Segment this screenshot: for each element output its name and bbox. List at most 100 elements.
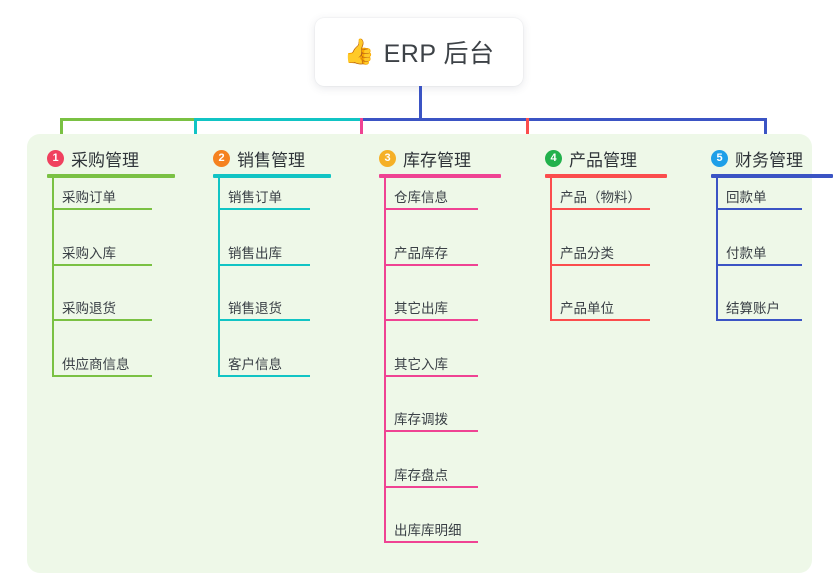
leaf-node-label: 销售订单 [228, 190, 282, 205]
leaf-node-label: 结算账户 [726, 301, 780, 316]
leaf-node[interactable]: 库存调拨 [384, 406, 478, 432]
thumbs-up-icon: 👍 [343, 37, 375, 66]
branch-column-3: 3 库存管理仓库信息产品库存其它出库其它入库库存调拨库存盘点出库库明细 [365, 134, 517, 573]
leaf-node-rule [384, 208, 478, 210]
trunk-connector [419, 86, 422, 120]
drop-connector-2 [194, 118, 197, 146]
column-rule-1 [47, 174, 175, 178]
leaf-node-rule [218, 263, 310, 266]
column-title-1: 采购管理 [71, 151, 139, 170]
leaf-node[interactable]: 结算账户 [716, 295, 802, 321]
drop-connector-3 [360, 118, 363, 146]
root-node-title: ERP 后台 [383, 40, 495, 68]
leaf-node-rule [384, 263, 478, 266]
leaf-node-label: 产品单位 [560, 301, 614, 316]
leaf-node[interactable]: 供应商信息 [52, 351, 152, 377]
column-title-4: 产品管理 [569, 151, 637, 170]
leaf-node-rule [716, 263, 802, 266]
leaf-node-rule [550, 208, 650, 210]
column-spine-1 [52, 177, 54, 377]
leaf-node-rule [52, 374, 152, 377]
leaf-node[interactable]: 采购入库 [52, 240, 152, 266]
leaf-node-label: 付款单 [726, 245, 767, 261]
leaf-node-label: 采购订单 [62, 190, 116, 205]
leaf-node-label: 销售出库 [228, 245, 282, 261]
leaf-node-rule [218, 208, 310, 210]
leaf-node[interactable]: 产品单位 [550, 295, 650, 321]
leaf-node-label: 其它出库 [394, 301, 448, 316]
leaf-node-rule [218, 319, 310, 321]
bus-segment-3 [360, 118, 765, 121]
leaf-node-label: 供应商信息 [62, 356, 130, 372]
column-spine-5 [716, 177, 718, 321]
leaf-node-label: 客户信息 [228, 356, 282, 372]
leaf-node-rule [384, 374, 478, 377]
leaf-node-label: 采购退货 [62, 301, 116, 316]
leaf-node-label: 库存调拨 [394, 412, 448, 427]
bus-segment-1 [60, 118, 195, 121]
leaf-node[interactable]: 其它出库 [384, 295, 478, 321]
leaf-node-label: 其它入库 [394, 356, 448, 372]
leaf-node[interactable]: 付款单 [716, 240, 802, 266]
leaf-node-label: 回款单 [726, 190, 767, 205]
column-badge-1: 1 [47, 150, 64, 167]
column-rule-2 [213, 174, 331, 178]
leaf-node[interactable]: 回款单 [716, 184, 802, 210]
column-header-1[interactable]: 1 采购管理 [47, 146, 139, 171]
leaf-node[interactable]: 产品（物料） [550, 184, 650, 210]
leaf-node-label: 产品库存 [394, 245, 448, 261]
column-title-5: 财务管理 [735, 151, 803, 170]
leaf-node[interactable]: 销售出库 [218, 240, 310, 266]
leaf-node-rule [384, 485, 478, 488]
leaf-node[interactable]: 仓库信息 [384, 184, 478, 210]
leaf-node-label: 产品（物料） [560, 190, 641, 205]
leaf-node[interactable]: 其它入库 [384, 351, 478, 377]
column-rule-5 [711, 174, 833, 178]
leaf-node-label: 出库库明细 [394, 523, 462, 538]
leaf-node-label: 仓库信息 [394, 190, 448, 205]
leaf-node-rule [716, 319, 802, 321]
leaf-node[interactable]: 库存盘点 [384, 462, 478, 488]
leaf-node-rule [550, 263, 650, 266]
leaf-node-label: 销售退货 [228, 301, 282, 316]
leaf-node-rule [52, 263, 152, 266]
leaf-node[interactable]: 销售订单 [218, 184, 310, 210]
leaf-node[interactable]: 产品库存 [384, 240, 478, 266]
column-title-3: 库存管理 [403, 151, 471, 170]
leaf-node[interactable]: 采购退货 [52, 295, 152, 321]
leaf-node-rule [384, 541, 478, 543]
leaf-node-label: 产品分类 [560, 245, 614, 261]
leaf-node-label: 采购入库 [62, 245, 116, 261]
column-rule-4 [545, 174, 667, 178]
leaf-node-label: 库存盘点 [394, 467, 448, 483]
column-header-4[interactable]: 4 产品管理 [545, 146, 637, 171]
branch-column-1: 1 采购管理采购订单采购入库采购退货供应商信息 [33, 134, 191, 573]
column-badge-2: 2 [213, 150, 230, 167]
bus-segment-2 [194, 118, 361, 121]
leaf-node-rule [550, 319, 650, 321]
column-badge-3: 3 [379, 150, 396, 167]
column-header-3[interactable]: 3 库存管理 [379, 146, 471, 171]
drop-connector-5 [764, 118, 767, 146]
root-node-card[interactable]: 👍 ERP 后台 [315, 18, 523, 86]
column-rule-3 [379, 174, 501, 178]
column-spine-2 [218, 177, 220, 377]
column-spine-3 [384, 177, 386, 543]
leaf-node[interactable]: 产品分类 [550, 240, 650, 266]
leaf-node-rule [384, 430, 478, 432]
leaf-node-rule [218, 374, 310, 377]
leaf-node-rule [384, 319, 478, 321]
column-badge-4: 4 [545, 150, 562, 167]
leaf-node[interactable]: 出库库明细 [384, 517, 478, 543]
leaf-node[interactable]: 采购订单 [52, 184, 152, 210]
leaf-node[interactable]: 销售退货 [218, 295, 310, 321]
leaf-node[interactable]: 客户信息 [218, 351, 310, 377]
column-spine-4 [550, 177, 552, 321]
leaf-node-rule [52, 208, 152, 210]
